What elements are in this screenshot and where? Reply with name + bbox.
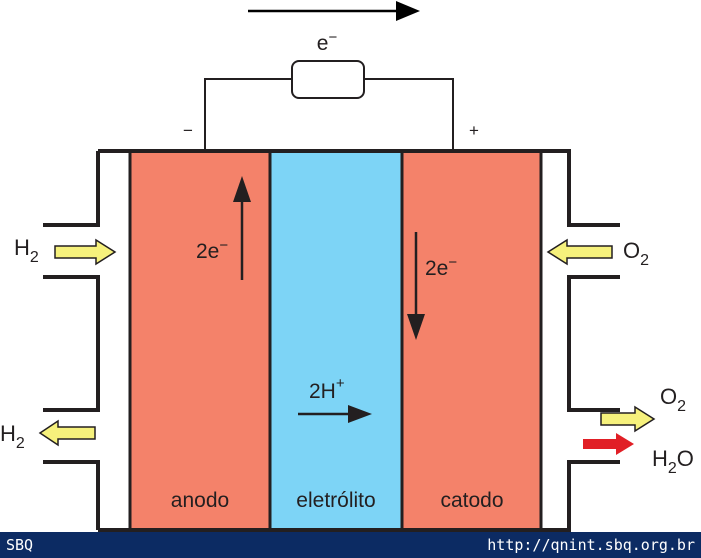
- h2-outlet-label: H2: [0, 421, 25, 452]
- h2-outlet-arrow: [38, 419, 96, 447]
- o2-inlet-label: O2: [623, 238, 649, 269]
- anode-gas-channel: [100, 151, 130, 530]
- footer-bar: SBQ http://qnint.sbq.org.br: [0, 532, 701, 558]
- region-dividers: [128, 151, 543, 530]
- electron-label: e−: [317, 29, 338, 55]
- external-circuit-wire: [204, 78, 292, 151]
- footer-url[interactable]: http://qnint.sbq.org.br: [487, 536, 695, 554]
- cell-housing: [43, 149, 620, 532]
- anode-region: [130, 151, 270, 530]
- electron-flow-arrow: [248, 1, 420, 21]
- resistor-load: [291, 60, 365, 99]
- o2-outlet-label: O2: [660, 384, 686, 415]
- o2-inlet-arrow: [546, 238, 613, 266]
- footer-source: SBQ: [6, 536, 34, 554]
- electrolyte-label: eletrólito: [296, 489, 375, 512]
- h2-inlet-label: H2: [14, 235, 39, 266]
- cathode-label: catodo: [440, 489, 503, 512]
- h2-inlet-arrow: [54, 238, 117, 266]
- fuel-cell-diagram: e− − + 2e− 2e− 2H+: [0, 1, 694, 532]
- cathode-electron-arrow: [407, 232, 425, 340]
- cathode-region: [402, 151, 541, 530]
- positive-terminal-sign: +: [469, 121, 479, 140]
- proton-flow-arrow: [298, 405, 372, 423]
- o2-outlet-arrow: [600, 405, 656, 433]
- h2o-outlet-label: H2O: [652, 446, 694, 477]
- external-circuit-wire-right: [364, 78, 454, 151]
- water-outlet-arrow: [583, 433, 634, 455]
- anode-label: anodo: [171, 489, 229, 512]
- cathode-gas-channel: [541, 151, 569, 530]
- electrolyte-region: [270, 151, 402, 530]
- negative-terminal-sign: −: [183, 121, 193, 140]
- anode-electron-arrow: [233, 176, 251, 280]
